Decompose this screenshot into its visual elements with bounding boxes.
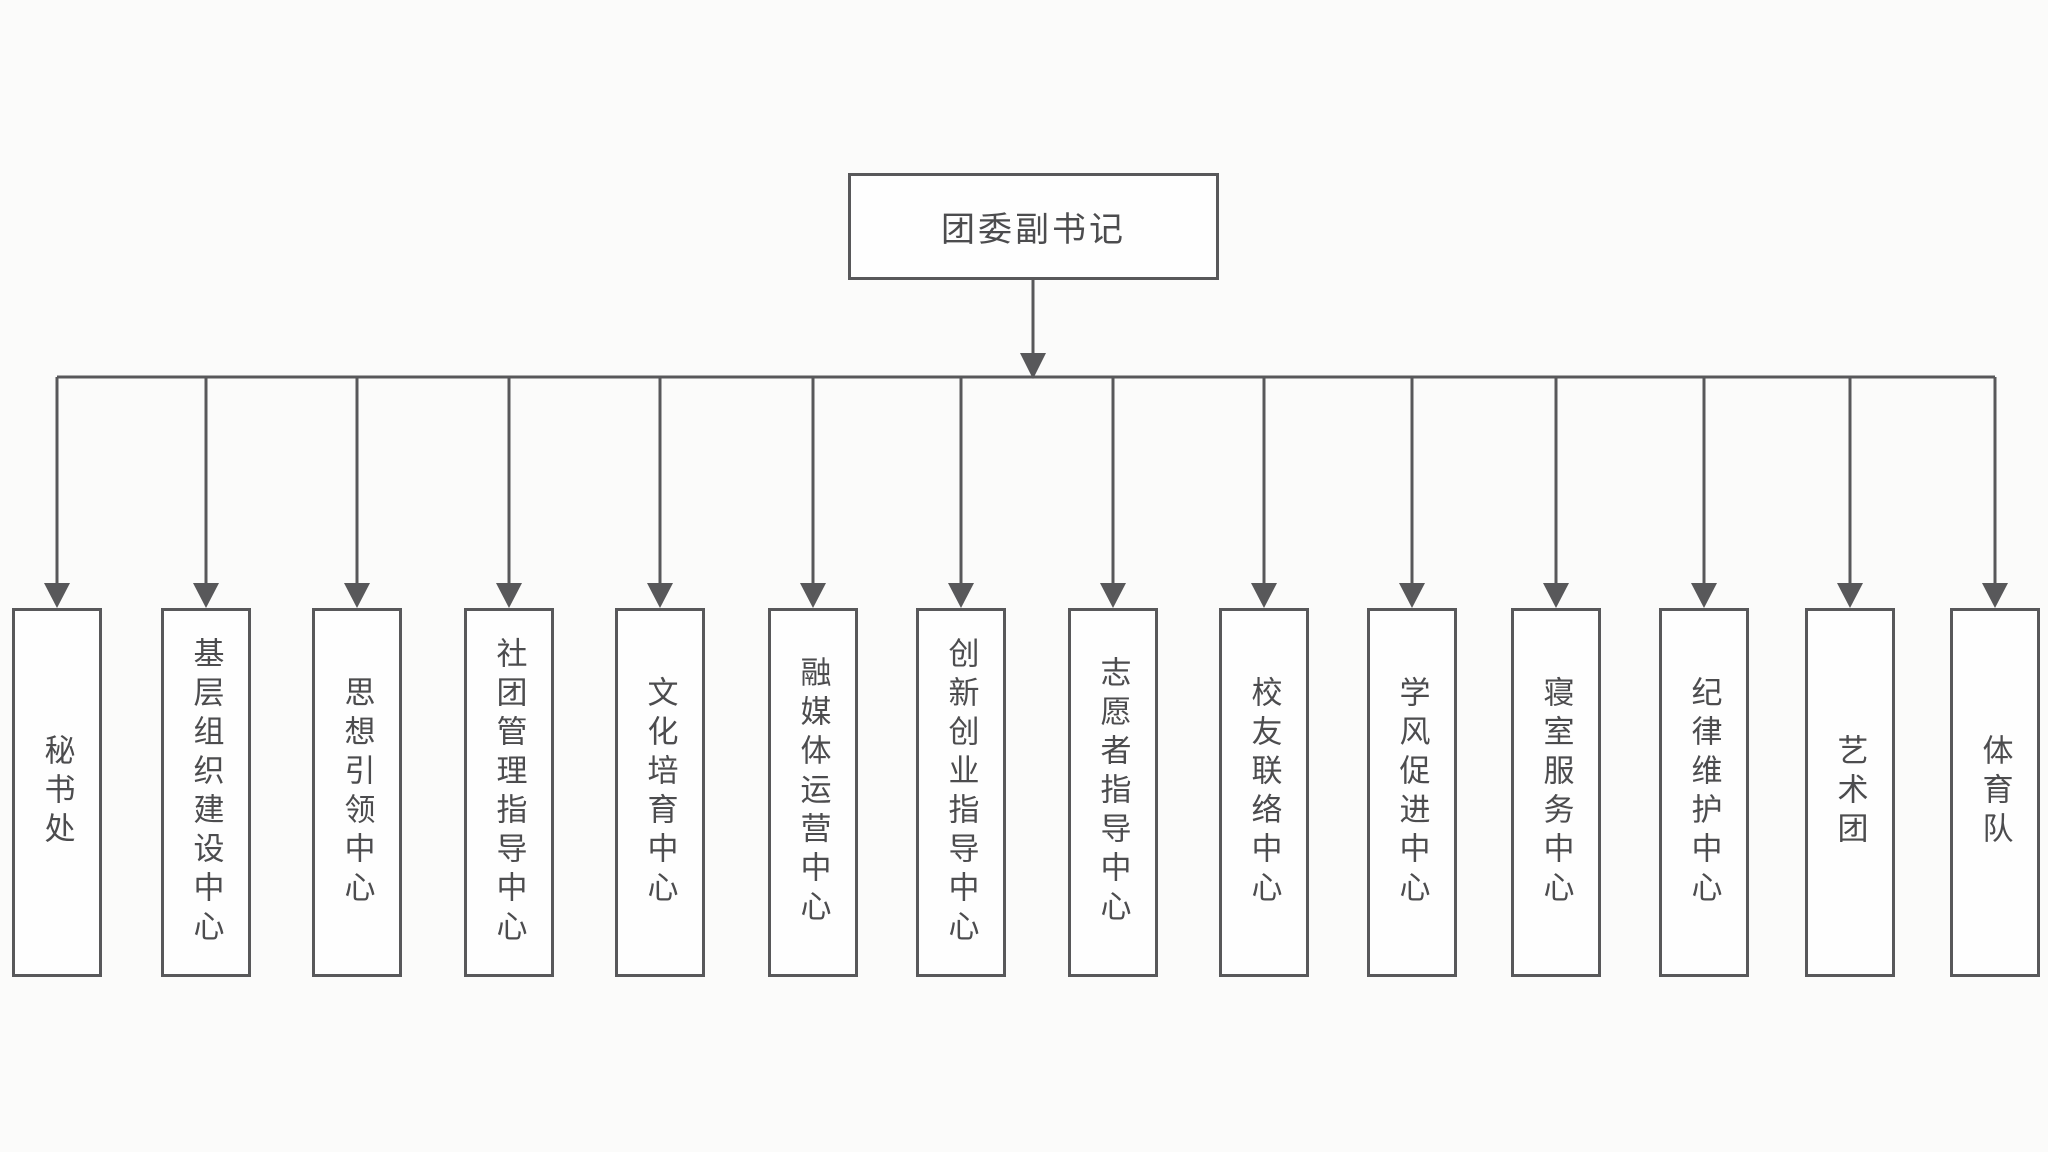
org-child-label: 寝室服务中心 bbox=[1538, 675, 1574, 910]
org-child-box-ideology: 思想引领中心 bbox=[312, 608, 402, 977]
org-child-label: 艺术团 bbox=[1832, 734, 1868, 851]
org-child-label: 校友联络中心 bbox=[1246, 675, 1282, 910]
org-child-label: 纪律维护中心 bbox=[1686, 675, 1722, 910]
arrowhead-icon bbox=[1100, 583, 1126, 608]
org-child-box-media: 融媒体运营中心 bbox=[768, 608, 858, 977]
org-child-label: 学风促进中心 bbox=[1394, 675, 1430, 910]
org-root-box: 团委副书记 bbox=[848, 173, 1219, 280]
org-child-box-grassroots-org: 基层组织建设中心 bbox=[161, 608, 251, 977]
org-child-label: 文化培育中心 bbox=[642, 675, 678, 910]
org-child-label: 融媒体运营中心 bbox=[795, 656, 831, 929]
org-child-label: 体育队 bbox=[1977, 734, 2013, 851]
arrowhead-icon bbox=[1837, 583, 1863, 608]
arrowhead-icon bbox=[1020, 353, 1046, 379]
org-child-box-art-troupe: 艺术团 bbox=[1805, 608, 1895, 977]
org-child-box-culture: 文化培育中心 bbox=[615, 608, 705, 977]
arrowhead-icon bbox=[1251, 583, 1277, 608]
org-child-label: 思想引领中心 bbox=[339, 675, 375, 910]
org-child-box-study-style: 学风促进中心 bbox=[1367, 608, 1457, 977]
arrowhead-icon bbox=[44, 583, 70, 608]
org-child-box-volunteer: 志愿者指导中心 bbox=[1068, 608, 1158, 977]
arrowhead-icon bbox=[344, 583, 370, 608]
org-child-label: 志愿者指导中心 bbox=[1095, 656, 1131, 929]
arrowhead-icon bbox=[1543, 583, 1569, 608]
connector-lines bbox=[55, 280, 1997, 585]
org-child-box-innovation: 创新创业指导中心 bbox=[916, 608, 1006, 977]
org-child-box-discipline: 纪律维护中心 bbox=[1659, 608, 1749, 977]
arrowhead-icon bbox=[1691, 583, 1717, 608]
org-child-box-dormitory: 寝室服务中心 bbox=[1511, 608, 1601, 977]
org-root-label: 团委副书记 bbox=[941, 211, 1126, 249]
arrowhead-icon bbox=[193, 583, 219, 608]
org-child-box-club-management: 社团管理指导中心 bbox=[464, 608, 554, 977]
org-child-box-sports-team: 体育队 bbox=[1950, 608, 2040, 977]
arrowhead-icon bbox=[1399, 583, 1425, 608]
org-child-label: 创新创业指导中心 bbox=[943, 636, 979, 949]
org-child-box-secretariat: 秘书处 bbox=[12, 608, 102, 977]
arrowhead-icon bbox=[1982, 583, 2008, 608]
arrowhead-icon bbox=[647, 583, 673, 608]
arrowhead-icon bbox=[948, 583, 974, 608]
arrowhead-icon bbox=[800, 583, 826, 608]
arrowheads bbox=[44, 353, 2008, 608]
org-child-box-alumni: 校友联络中心 bbox=[1219, 608, 1309, 977]
arrowhead-icon bbox=[496, 583, 522, 608]
org-child-label: 基层组织建设中心 bbox=[188, 636, 224, 949]
org-child-label: 秘书处 bbox=[39, 734, 75, 851]
org-child-label: 社团管理指导中心 bbox=[491, 636, 527, 949]
